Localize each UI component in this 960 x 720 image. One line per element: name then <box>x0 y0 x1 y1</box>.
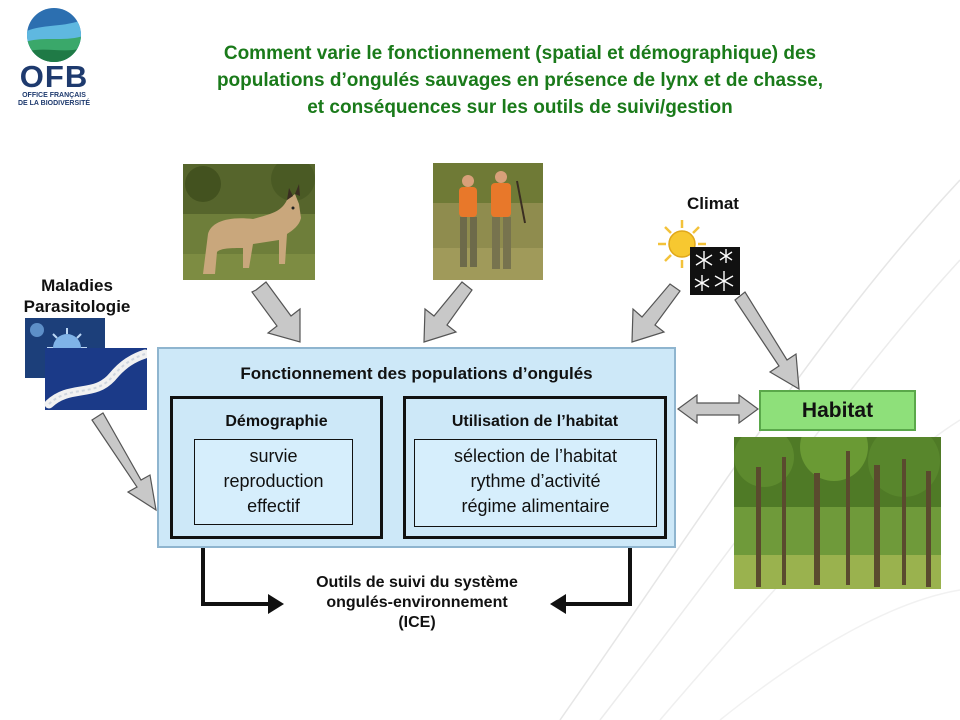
forest-photo <box>734 437 941 589</box>
sun-icon <box>656 218 708 270</box>
list-item: survie <box>249 446 298 466</box>
list-item: rythme d’activité <box>470 471 601 491</box>
page-title: Comment varie le fonctionnement (spatial… <box>115 40 925 121</box>
arrow-ice-right <box>558 540 632 606</box>
parasite-image <box>25 318 147 410</box>
list-item: effectif <box>247 496 300 516</box>
ice-label: Outils de suivi du système ongulés-envir… <box>262 573 572 633</box>
title-line1: Comment varie le fonctionnement (spatial… <box>223 43 817 64</box>
habitat-use-title: Utilisation de l’habitat <box>451 413 619 430</box>
demographie-title: Démographie <box>225 413 328 430</box>
title-line3: et conséquences sur les outils de suivi/… <box>307 97 733 118</box>
arrow-lynx <box>251 281 301 343</box>
logo-wordmark: OFB <box>19 59 89 94</box>
list-item: régime alimentaire <box>461 496 610 516</box>
arrow-ice-left <box>201 540 276 606</box>
ofb-logo-icon <box>27 8 81 62</box>
arrow-habitat-double <box>676 393 760 425</box>
maladies-label: Maladies Parasitologie <box>2 275 152 317</box>
habitat-box: Habitat <box>759 390 916 431</box>
ofb-logo: OFB OFFICE FRANÇAIS DE LA BIODIVERSITÉ <box>8 6 100 118</box>
arrow-climat-habitat <box>734 291 800 391</box>
arrow-hunters <box>423 281 473 343</box>
ice-label-line2: ongulés-environnement <box>326 594 508 611</box>
logo-subtitle-line2: DE LA BIODIVERSITÉ <box>17 100 91 107</box>
arrowhead-ice-left <box>268 594 284 614</box>
title-line2: populations d’ongulés sauvages en présen… <box>216 70 824 91</box>
maladies-label-line1: Maladies <box>41 276 113 295</box>
arrow-maladies <box>91 412 157 512</box>
habitat-use-list: sélection de l’habitat rythme d’activité… <box>414 439 657 527</box>
maladies-label-line2: Parasitologie <box>23 297 131 316</box>
ice-label-line3: (ICE) <box>398 614 436 631</box>
arrow-climat <box>631 283 681 343</box>
population-functioning-title: Fonctionnement des populations d’ongulés <box>240 364 593 383</box>
ice-label-line1: Outils de suivi du système <box>316 574 518 591</box>
list-item: sélection de l’habitat <box>453 446 618 466</box>
logo-subtitle-line1: OFFICE FRANÇAIS <box>22 92 86 99</box>
logo-subtitle: OFFICE FRANÇAIS DE LA BIODIVERSITÉ <box>8 92 100 108</box>
lynx-photo <box>183 164 315 280</box>
demographie-list: survie reproduction effectif <box>194 439 353 525</box>
snowflake-icon <box>690 247 740 295</box>
hunters-photo <box>433 163 543 280</box>
climat-label: Climat <box>687 194 739 213</box>
list-item: reproduction <box>223 471 324 491</box>
arrowhead-ice-right <box>550 594 566 614</box>
